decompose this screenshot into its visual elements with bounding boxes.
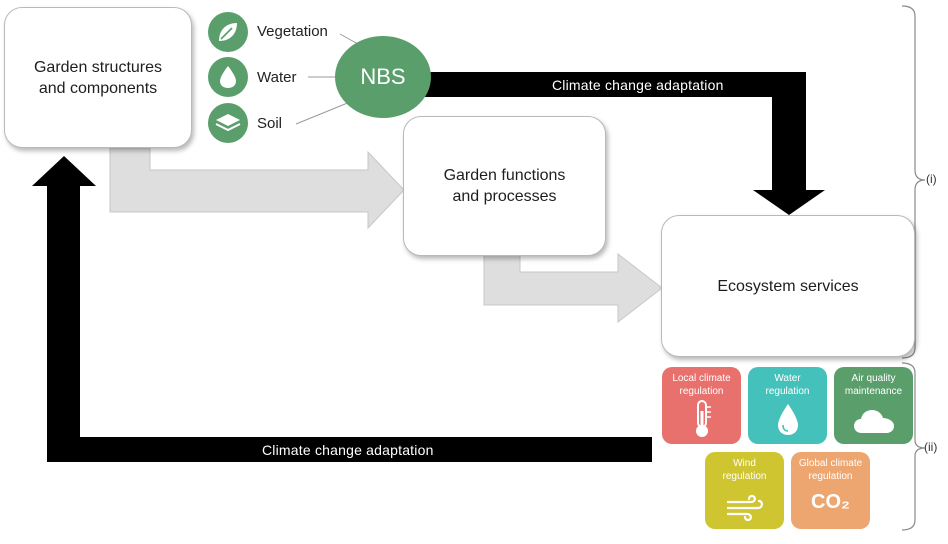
thermometer-icon	[695, 400, 711, 437]
garden-structures-box: Garden structures and components	[4, 7, 192, 148]
service-air-quality-label: Air quality maintenance	[844, 373, 903, 397]
ecosystem-services-label: Ecosystem services	[717, 277, 859, 295]
service-global-climate: Global climate regulation CO₂	[791, 452, 870, 529]
adaptation-label-top: Climate change adaptation	[552, 77, 724, 93]
service-global-climate-label: Global climate regulation	[798, 458, 863, 482]
service-wind-regulation: Wind regulation	[705, 452, 784, 529]
soil-label: Soil	[257, 115, 283, 132]
flow-arrow-structures-to-functions	[109, 147, 405, 230]
leaf-icon	[208, 12, 248, 52]
service-wind-regulation-label: Wind regulation	[722, 458, 767, 482]
service-water-regulation: Water regulation	[748, 367, 827, 444]
service-water-regulation-label: Water regulation	[765, 373, 810, 397]
water-drop-icon	[208, 57, 248, 97]
garden-structures-label: Garden structures and components	[33, 58, 163, 97]
garden-functions-box: Garden functions and processes	[403, 116, 606, 256]
nbs-label: NBS	[360, 64, 406, 89]
bracket-lower	[901, 362, 926, 531]
nbs-circle: NBS	[335, 36, 431, 118]
service-air-quality: Air quality maintenance	[834, 367, 913, 444]
wind-icon	[726, 494, 763, 522]
bracket-label-lower: (ii)	[924, 440, 938, 454]
soil-layers-icon	[208, 103, 248, 143]
adaptation-label-bottom: Climate change adaptation	[262, 442, 434, 458]
water-label: Water	[257, 69, 297, 86]
adaptation-arrow-top	[410, 72, 825, 215]
bracket-label-upper: (i)	[926, 172, 937, 186]
co2-icon: CO₂	[811, 491, 850, 513]
garden-functions-label: Garden functions and processes	[443, 167, 566, 205]
vegetation-label: Vegetation	[257, 23, 328, 40]
connector-soil	[295, 101, 351, 125]
service-local-climate-label: Local climate regulation	[672, 373, 731, 397]
flow-arrow-functions-to-services	[483, 252, 663, 324]
service-local-climate: Local climate regulation	[662, 367, 741, 444]
ecosystem-services-box: Ecosystem services	[661, 215, 915, 357]
bracket-upper	[901, 5, 926, 359]
cloud-icon	[853, 410, 894, 433]
water-drop-icon	[777, 404, 798, 435]
